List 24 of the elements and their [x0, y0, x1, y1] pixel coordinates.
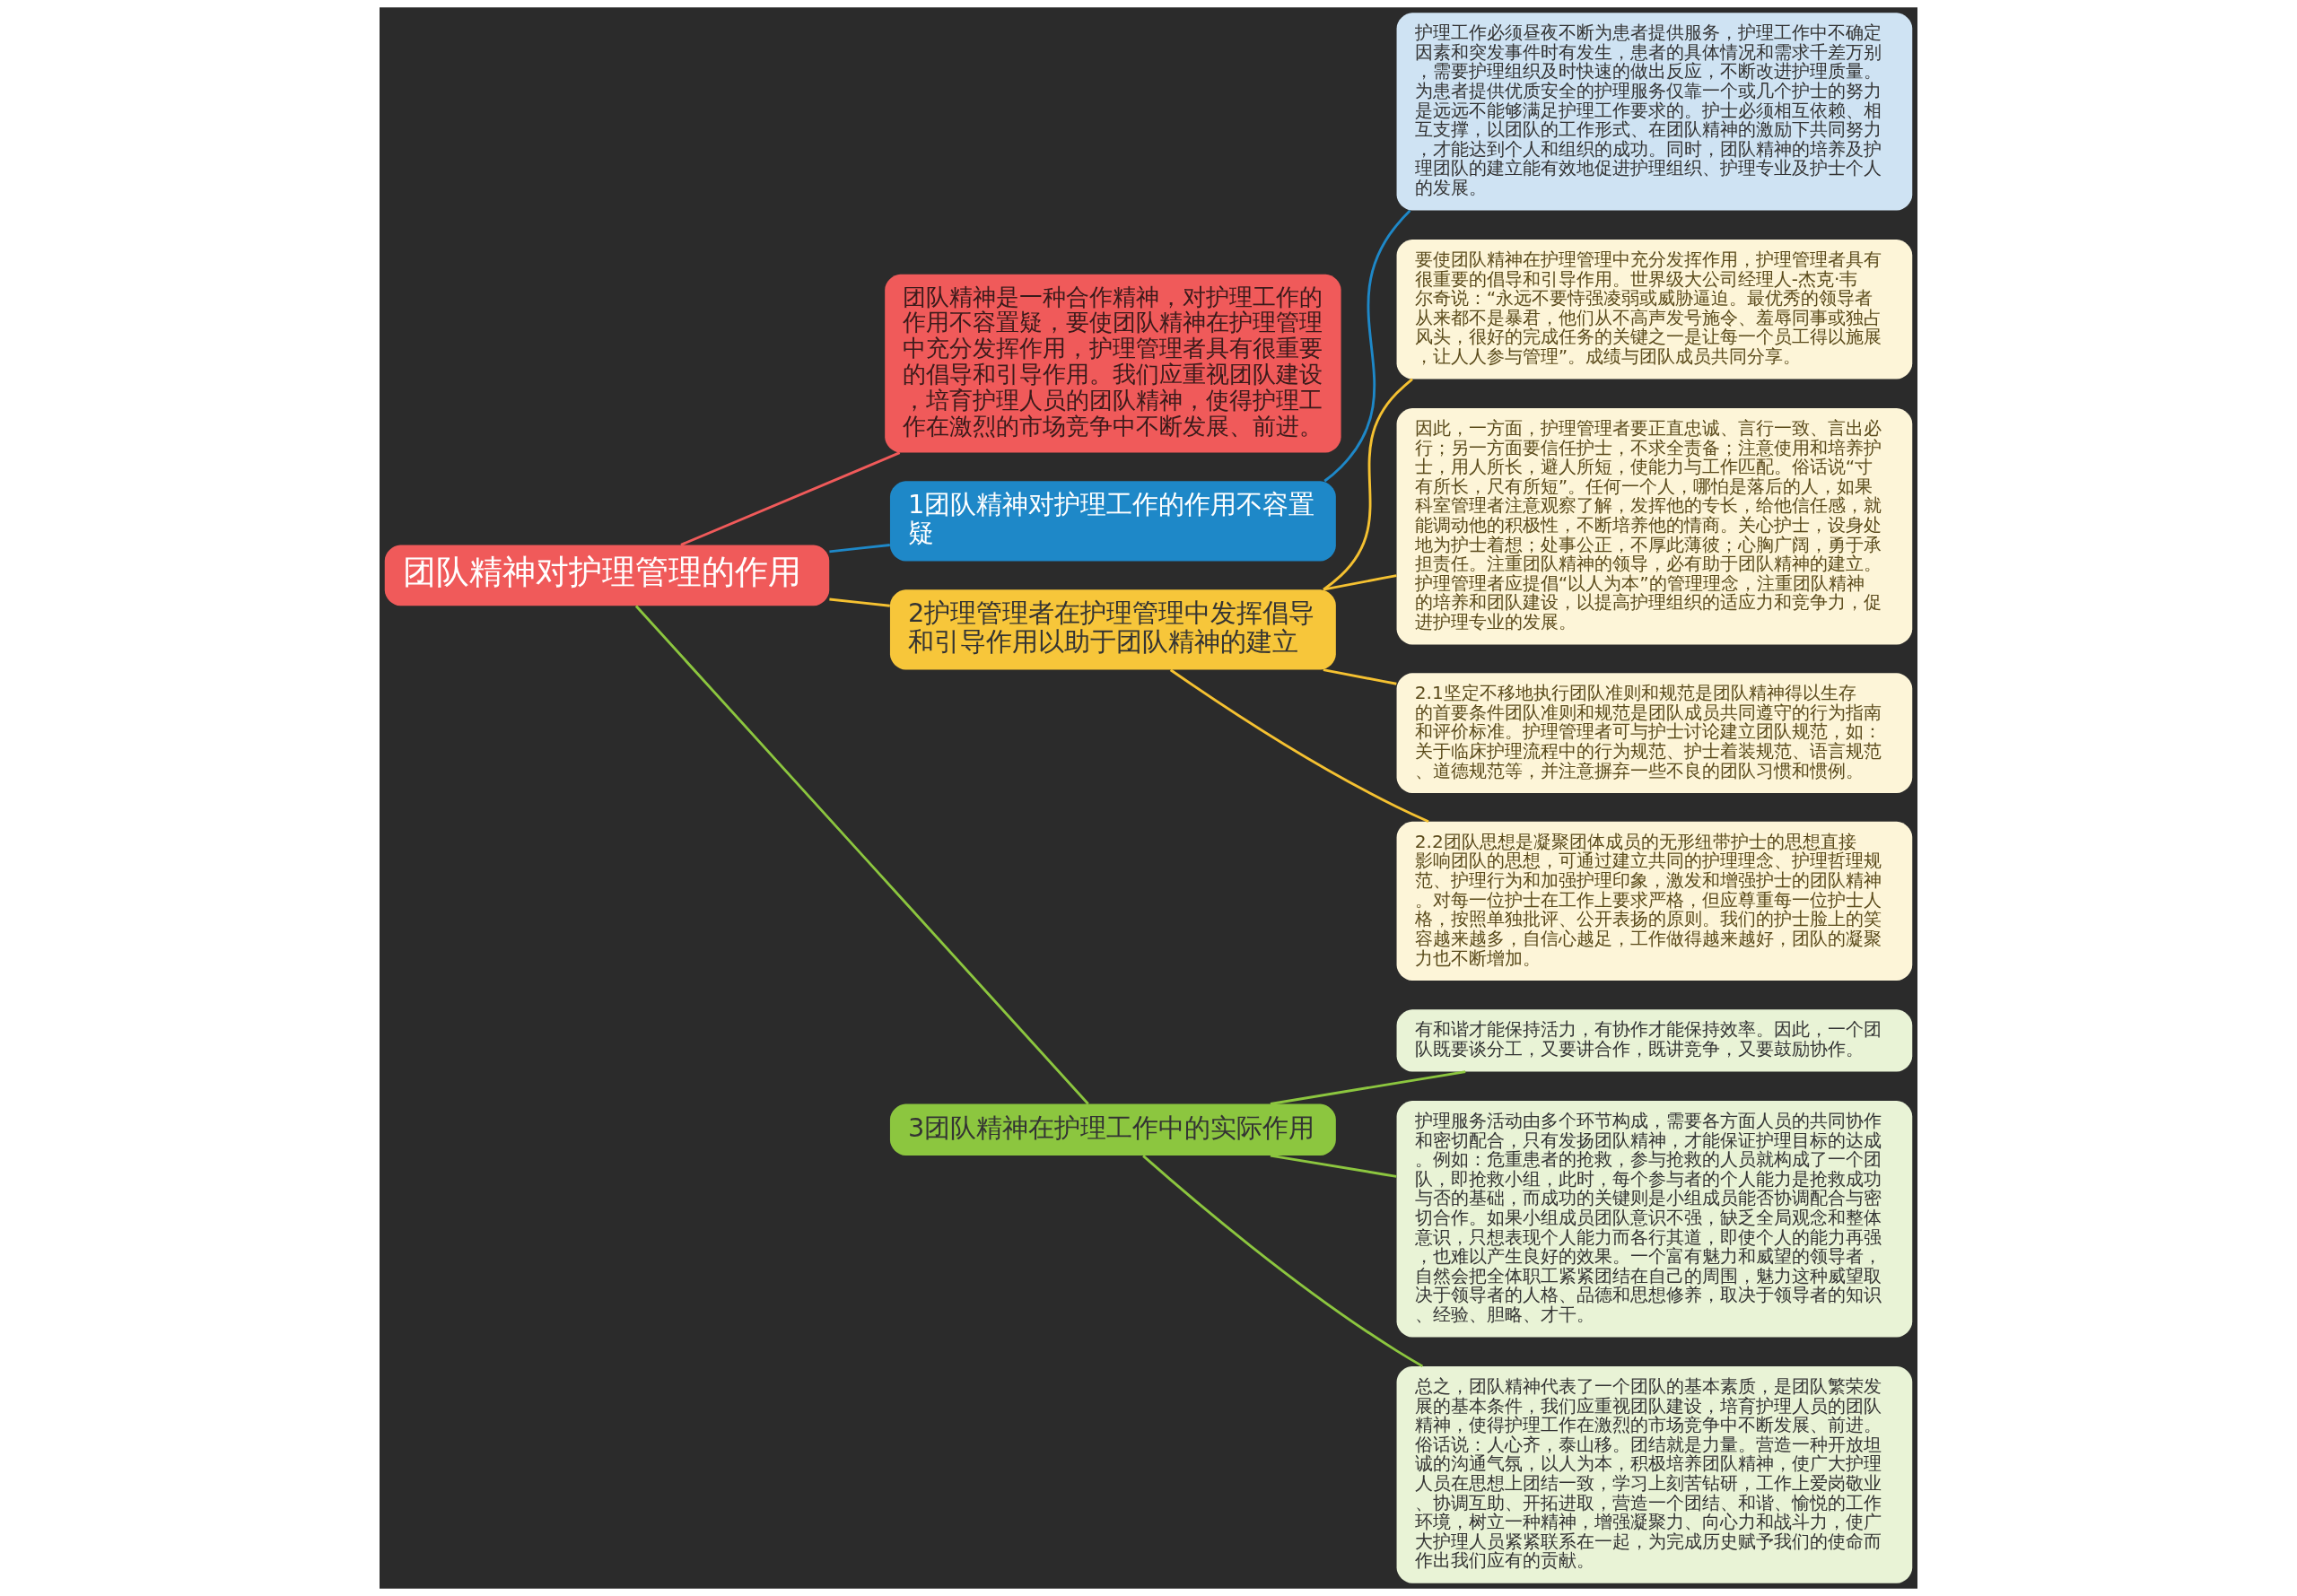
connector — [829, 544, 890, 554]
connector — [1323, 209, 1411, 483]
node-box: 1团队精神对护理工作的作用不容置疑 — [889, 481, 1336, 562]
connector — [1323, 668, 1397, 685]
node-box: 因此，一方面，护理管理者要正直忠诚、言行一致、言出必行；另一方面要信任护士，不求全责备；注意使用和培养护士，用人所长，避人所短，使能力与工作匹配。俗话说“寸有所长，尺有所短”。任何一个人，哪怕是落后的人，如果科室管理者注意观察了解，发挥他的专长，给他信任感，就能调动他的积极性，不断培养他的情商。关心护士，设身处地为护士着想；处事公正，不厚此薄彼；心胸广阔，勇于承担责任。注重团队精神的领导，必有助于团队精神的建立。护理管理者应提倡“以人为本”的管理理念，注重团队精神的培养和团队建设，以提高护理组织的适应力和竞争力，促进护理专业的发展。 — [1396, 407, 1913, 645]
node-box: 护理服务活动由多个环节构成，需要各方面人员的共同协作和密切配合，只有发扬团队精神，才能保证护理目标的达成。例如：危重患者的抢救，参与抢救的人员就构成了一个团队，即抢救小组，此时，每个参与者的个人能力是抢救成功与否的基础，而成功的关键则是小组成员能否协调配合与密切合作。如果小组成员团队意识不强，缺乏全局观念和整体意识，只想表现个人能力而各行其道，即使个人的能力再强，也难以产生良好的效果。一个富有魅力和威望的领导者，自然会把全体职工紧紧团结在自己的周围，魅力这种威望取决于领导者的人格、品德和思想修养，取决于领导者的知识、经验、胆略、才干。 — [1396, 1100, 1913, 1338]
node-box: 团队精神对护理管理的作用 — [384, 545, 830, 606]
connector — [634, 605, 1089, 1105]
connector — [680, 451, 901, 546]
connector — [829, 597, 890, 607]
node-box: 2护理管理者在护理管理中发挥倡导和引导作用以助于团队精神的建立 — [889, 589, 1336, 670]
node-box: 要使团队精神在护理管理中充分发挥作用，护理管理者具有很重要的倡导和引导作用。世界级大公司经理人-杰克·韦尔奇说：“永远不要恃强凌弱或威胁逼迫。最优秀的领导者从来都不是暴君，他们从不高声发号施令、羞辱同事或独占风头，很好的完成任务的关键之一是让每一个员工得以施展，让人人参与管理”。成绩与团队成员共同分享。 — [1396, 239, 1913, 379]
node-box: 2.2团队思想是凝聚团体成员的无形纽带护士的思想直接影响团队的思想，可通过建立共同的护理理念、护理哲理规范、护理行为和加强护理印象，激发和增强护士的团队精神。对每一位护士在工作上要求严格，但应尊重每一位护士人格，按照单独批评、公开表扬的原则。我们的护士脸上的笑容越来越多，自信心越足，工作做得越来越好，团队的凝聚力也不断增加。 — [1396, 821, 1913, 981]
node-box: 2.1坚定不移地执行团队准则和规范是团队精神得以生存的首要条件团队准则和规范是团队成员共同遵守的行为指南和评价标准。护理管理者可与护士讨论建立团队规范，如：关于临床护理流程中的行为规范、护士着装规范、语言规范、道德规范等，并注意摒弃一些不良的团队习惯和惯例。 — [1396, 673, 1913, 794]
connector — [1169, 668, 1429, 824]
node-box: 总之，团队精神代表了一个团队的基本素质，是团队繁荣发展的基本条件，我们应重视团队建设，培育护理人员的团队精神，使得护理工作在激烈的市场竞争中不断发展、前进。俗话说：人心齐，泰山移。团结就是力量。营造一种开放坦诚的沟通气氛，以人为本，积极培养团队精神，使广大护理人员在思想上团结一致，学习上刻苦钻研，工作上爱岗敬业、协调互助、开拓进取，营造一个团结、和谐、愉悦的工作环境，树立一种精神，增强凝聚力、向心力和战斗力，使广大护理人员紧紧联系在一起，为完成历史赋予我们的使命而作出我们应有的贡献。 — [1396, 1365, 1913, 1583]
node-box: 3团队精神在护理工作中的实际作用 — [889, 1103, 1336, 1156]
connector — [1270, 1154, 1397, 1178]
connector — [1323, 574, 1397, 591]
node-box: 护理工作必须昼夜不断为患者提供服务，护理工作中不确定因素和突发事件时有发生，患者的具体情况和需求千差万别，需要护理组织及时快速的做出反应，不断改进护理质量。为患者提供优质安全的护理服务仅靠一个或几个护士的努力是远远不能够满足护理工作要求的。护士必须相互依赖、相互支撑，以团队的工作形式、在团队精神的激励下共同努力，才能达到个人和组织的成功。同时，团队精神的培养及护理团队的建立能有效地促进护理组织、护理专业及护士个人的发展。 — [1396, 13, 1913, 211]
connector — [1323, 378, 1413, 591]
connector — [1142, 1155, 1424, 1368]
node-box: 有和谐才能保持活力，有协作才能保持效率。因此，一个团队既要谈分工，又要讲合作，既讲竞争，又要鼓励协作。 — [1396, 1009, 1913, 1072]
node-box: 团队精神是一种合作精神，对护理工作的作用不容置疑，要使团队精神在护理管理中充分发挥作用，护理管理者具有很重要的倡导和引导作用。我们应重视团队建设，培育护理人员的团队精神，使得护理工作在激烈的市场竞争中不断发展、前进。 — [885, 274, 1341, 453]
